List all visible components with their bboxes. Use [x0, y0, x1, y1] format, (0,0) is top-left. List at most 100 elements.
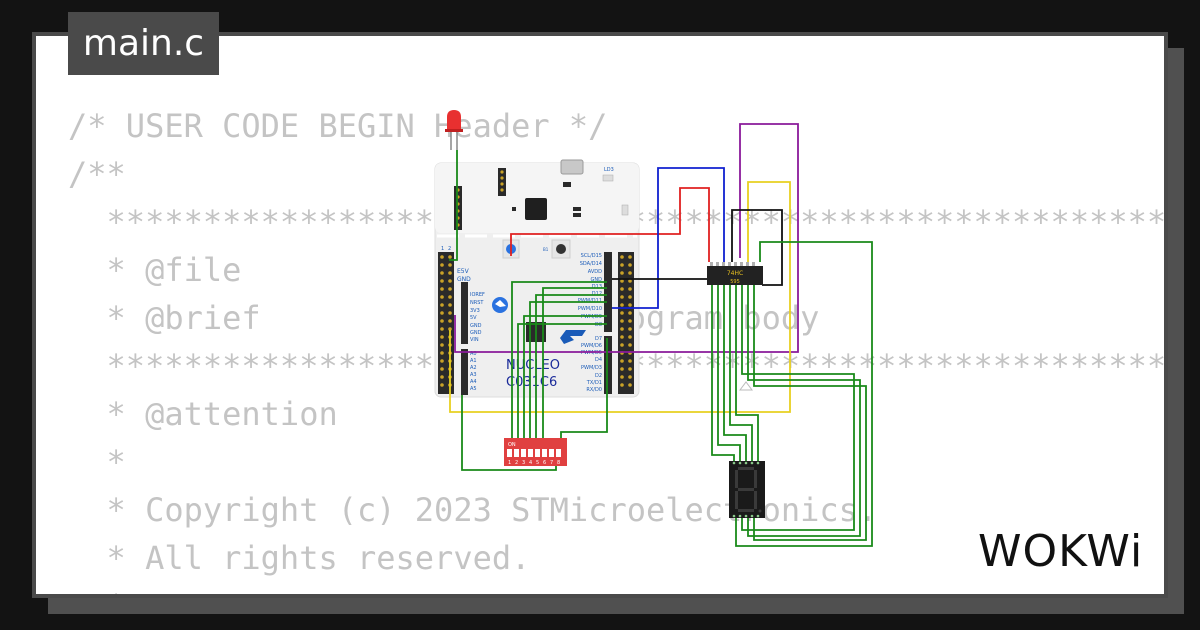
seven-segment-display[interactable]	[729, 461, 765, 518]
board-name-line2: C031C6	[506, 375, 557, 390]
smd-component	[573, 213, 581, 217]
file-tab[interactable]: main.c	[68, 12, 219, 75]
wire-seg	[735, 285, 759, 462]
wire-led	[449, 150, 458, 261]
code-line: /**	[68, 155, 126, 193]
led-icon[interactable]	[445, 110, 463, 150]
pin-label: SCL/D15	[581, 253, 602, 259]
dip-number: 6	[543, 460, 546, 466]
dip-number: 2	[515, 460, 518, 466]
wire-seg	[753, 285, 867, 541]
pin-label: GND	[591, 277, 603, 283]
led-label: LD3	[604, 167, 614, 173]
arduino-digital-header-low[interactable]	[604, 336, 612, 394]
smd-component	[563, 182, 571, 187]
wire-seg	[741, 285, 855, 531]
dip-number: 4	[529, 460, 532, 466]
pin-label: GND	[457, 276, 471, 283]
arduino-power-header[interactable]	[461, 282, 468, 344]
pin-label: RX/D0	[586, 387, 602, 393]
pin-label: D2	[595, 373, 602, 379]
dip-on-label: ON	[508, 442, 516, 448]
wire-yellow	[449, 181, 791, 413]
pin-label: A2	[470, 365, 477, 371]
dip-number: 8	[557, 460, 560, 466]
shift-register-chip[interactable]: 74HC 595	[707, 262, 763, 285]
pin-label: SDA/D14	[580, 261, 602, 267]
bird-glyph	[495, 300, 506, 307]
pin-label: 5V	[470, 315, 477, 321]
dip-switch[interactable]: ON 1 2 3 4 5 6 7 8	[504, 438, 567, 466]
pin-label: D8	[595, 322, 602, 328]
mcu-chip	[525, 198, 547, 220]
usb-connector	[560, 159, 584, 175]
pin-label: TX/D1	[586, 380, 602, 386]
dip-number: 1	[508, 460, 511, 466]
st-logo-icon	[560, 330, 586, 344]
dip-toggles[interactable]	[507, 449, 561, 457]
pin-label: NRST	[470, 300, 484, 306]
header-number: 1	[441, 246, 444, 252]
pin-label: AVDD	[588, 269, 602, 275]
wire-seg	[723, 285, 747, 462]
wire-seg	[747, 285, 861, 537]
wire-dip	[542, 287, 607, 438]
chip-pins	[710, 262, 755, 266]
pin-label: PWM/D11	[578, 298, 602, 304]
wire-red	[510, 187, 710, 262]
arduino-analog-header[interactable]	[461, 349, 468, 395]
reset-button[interactable]	[556, 244, 566, 254]
pin-label: GND	[470, 330, 482, 336]
wire-dip	[523, 315, 607, 438]
wire-seg	[711, 285, 735, 462]
wire-junction	[739, 381, 753, 391]
nucleo-board[interactable]: LD3 B1	[434, 159, 640, 398]
wire-purple	[454, 123, 799, 353]
wire-dip	[529, 301, 607, 438]
arduino-digital-header-high[interactable]	[604, 252, 612, 332]
pin-label: A5	[470, 386, 477, 392]
wire-dip	[517, 323, 607, 438]
left-pin-grid	[440, 255, 452, 387]
board-name-line1: NUCLEO	[506, 358, 560, 373]
pin-label: A0	[470, 351, 477, 357]
led-ld1	[621, 204, 629, 216]
pin-label: VIN	[470, 337, 479, 343]
led-ld3	[602, 174, 614, 182]
code-line: * Copyright (c) 2023 STMicroelectronics.	[68, 491, 878, 529]
pin-label: PWM/D10	[578, 306, 602, 312]
chip-label: 74HC	[727, 270, 743, 277]
pin-label: A4	[470, 379, 477, 385]
st-link-header	[498, 168, 506, 196]
wire-black-2	[731, 209, 783, 286]
segments	[735, 467, 762, 513]
pin-label: E5V	[457, 268, 470, 275]
jumper-header	[454, 186, 462, 230]
code-line: * All rights reserved.	[68, 539, 531, 577]
smd-component	[573, 207, 581, 211]
wire-dip	[535, 294, 607, 438]
pin-label: D13	[592, 284, 602, 290]
led-rim	[445, 129, 463, 132]
pin-label: PWM/D9	[581, 314, 602, 320]
wire-dip-gnd	[461, 395, 557, 471]
code-line: *	[68, 443, 126, 481]
chip-sublabel: 595	[730, 279, 740, 285]
pin-label: PWM/D5	[581, 350, 602, 356]
seg-pins	[732, 461, 760, 518]
wire-dip	[511, 281, 607, 438]
code-line: * @attention	[68, 395, 338, 433]
dip-number: 5	[536, 460, 539, 466]
pin-label: D7	[595, 336, 602, 342]
wokwi-logo: WOKWi	[978, 526, 1144, 577]
pin-label: A3	[470, 372, 477, 378]
digital-pin-labels: SCL/D15 SDA/D14 AVDD GND D13 D12 PWM/D11…	[578, 253, 602, 393]
dip-numbers: 1 2 3 4 5 6 7 8	[508, 460, 560, 466]
pin-label: PWM/D6	[581, 343, 602, 349]
button-label: B1	[543, 247, 549, 252]
wire-seg	[735, 241, 873, 547]
wire-blue	[612, 167, 725, 309]
pin-label: 3V3	[470, 308, 480, 314]
header-number: 2	[448, 246, 451, 252]
